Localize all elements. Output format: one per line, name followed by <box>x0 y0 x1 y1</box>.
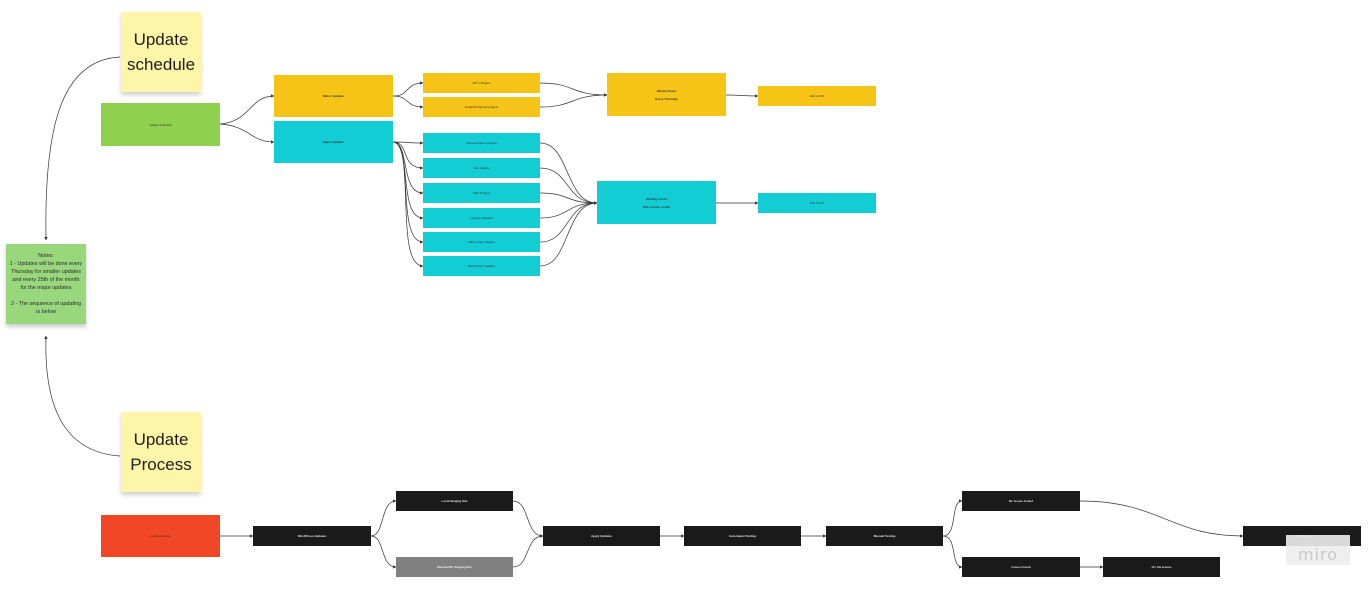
edge-schedule-to-notes <box>44 56 121 241</box>
node-apply-updates-label: Apply Updates <box>590 534 612 538</box>
node-weekly-event[interactable]: Weekly Event Every Thursday <box>607 73 726 116</box>
node-automated-testing-label: Automated Testing <box>729 534 756 538</box>
edge-wpupdates-to-local <box>370 499 397 537</box>
node-major-item[interactable]: Other major Plugins <box>423 232 540 252</box>
notes-text: Notes: 1 - Updates will be done every Th… <box>9 253 83 315</box>
edge-local-to-apply <box>512 500 544 538</box>
edge-minor-to-small <box>392 95 424 109</box>
miro-watermark: miro <box>1286 535 1350 565</box>
edge-css-to-monthly <box>539 167 598 205</box>
edge-noissues-to-publication <box>1079 500 1244 538</box>
node-minor-result-label: Add to ICP <box>809 94 825 98</box>
node-wordpress-updates-label: WordPress Updates <box>297 534 327 538</box>
node-minor-item-label: WP 1 Plugins <box>472 81 491 85</box>
sticky-update-process[interactable]: Update Process <box>121 412 201 492</box>
node-fix-issues-label: Fix the Issues <box>1151 565 1172 569</box>
miro-watermark-text: miro <box>1297 545 1339 564</box>
node-apply-updates[interactable]: Apply Updates <box>543 526 660 546</box>
edge-other-to-monthly <box>539 201 598 243</box>
edge-schedule-to-minor <box>219 94 275 125</box>
node-issues-found[interactable]: Issues Found <box>962 557 1080 577</box>
node-update-schedule[interactable]: update Schedule <box>101 103 220 146</box>
edge-manual-to-issues <box>942 535 963 569</box>
node-minor-updates[interactable]: Minor Updates <box>274 75 393 117</box>
edge-wpupdates-to-member <box>370 535 397 569</box>
node-fix-issues[interactable]: Fix the Issues <box>1103 557 1220 577</box>
node-manual-testing[interactable]: Manual Testing <box>826 526 943 546</box>
node-minor-item-label: Small Wordpress plugins <box>464 105 499 109</box>
edge-major-to-wordpress <box>392 141 424 268</box>
edge-process-to-notes <box>44 335 121 457</box>
edge-member-to-apply <box>512 534 544 568</box>
node-major-item[interactable]: WordPress Updates <box>423 256 540 276</box>
edge-small-to-weekly <box>539 93 608 108</box>
node-minor-updates-label: Minor Updates <box>323 94 344 98</box>
node-major-item[interactable]: Layouts Updates <box>423 208 540 228</box>
node-monthly-event[interactable]: Monthly Event 25th of each month <box>597 181 716 224</box>
node-no-issues[interactable]: No Issues Found <box>962 491 1080 511</box>
node-major-item-label: Css plugins <box>473 166 490 170</box>
node-member-staging-label: Member/Ftr Staging Site <box>437 565 472 569</box>
node-major-item[interactable]: Css plugins <box>423 158 540 178</box>
node-automated-testing[interactable]: Automated Testing <box>684 526 801 546</box>
node-major-updates[interactable]: Major Updates <box>274 121 393 163</box>
edge-major-to-layouts <box>392 141 424 220</box>
node-major-item-label: Other major Plugins <box>468 240 495 244</box>
sticky-update-schedule[interactable]: Update schedule <box>121 12 201 92</box>
node-major-result[interactable]: Add to ICP <box>758 193 876 213</box>
sticky-update-schedule-text: Update schedule <box>126 30 196 74</box>
edge-wordpress-to-monthly <box>539 201 598 267</box>
node-major-item-label: SEO Plugins <box>472 191 490 195</box>
node-minor-result[interactable]: Add to ICP <box>758 86 876 106</box>
node-major-item[interactable]: SEO Plugins <box>423 183 540 203</box>
node-no-issues-label: No Issues Found <box>1008 499 1034 503</box>
edge-wp1-to-weekly <box>539 82 608 97</box>
node-major-item-label: Layouts Updates <box>470 216 493 220</box>
node-major-item[interactable]: Woocommerce plugins <box>423 133 540 153</box>
node-major-item-label: Woocommerce plugins <box>466 141 497 145</box>
node-issues-found-label: Issues Found <box>1011 565 1031 569</box>
node-major-result-label: Add to ICP <box>809 201 825 205</box>
node-manual-testing-label: Manual Testing <box>873 534 896 538</box>
node-local-staging[interactable]: Local Staging Site <box>396 491 513 511</box>
node-update-process-label: update Process <box>150 534 171 538</box>
node-major-updates-label: Major Updates <box>323 140 344 144</box>
node-monthly-event-title: Monthly Event <box>646 196 667 201</box>
edge-manual-to-noissues <box>942 499 963 537</box>
edge-major-to-woo <box>392 141 424 145</box>
edge-layouts-to-monthly <box>539 201 598 219</box>
node-weekly-event-title: Weekly Event <box>656 88 677 93</box>
node-minor-item[interactable]: WP 1 Plugins <box>423 73 540 93</box>
edge-minor-to-wp1 <box>392 81 424 97</box>
node-update-process[interactable]: update Process <box>101 515 220 557</box>
node-minor-item[interactable]: Small Wordpress plugins <box>423 97 540 117</box>
edge-weekly-to-result <box>725 94 759 98</box>
edge-major-to-css <box>392 141 424 170</box>
node-weekly-event-subtitle: Every Thursday <box>655 96 678 101</box>
node-major-item-label: WordPress Updates <box>468 264 495 268</box>
edge-woo-to-monthly <box>539 142 598 205</box>
edge-schedule-to-major <box>219 123 275 144</box>
node-local-staging-label: Local Staging Site <box>441 499 468 503</box>
node-member-staging[interactable]: Member/Ftr Staging Site <box>396 557 513 577</box>
sticky-update-process-text: Update Process <box>130 430 192 474</box>
edge-seo-to-monthly <box>539 192 598 205</box>
node-monthly-event-subtitle: 25th of each month <box>642 204 671 209</box>
node-update-schedule-label: update Schedule <box>149 122 172 127</box>
node-wordpress-updates[interactable]: WordPress Updates <box>253 526 371 546</box>
notes-sticky[interactable]: Notes: 1 - Updates will be done every Th… <box>6 244 86 324</box>
